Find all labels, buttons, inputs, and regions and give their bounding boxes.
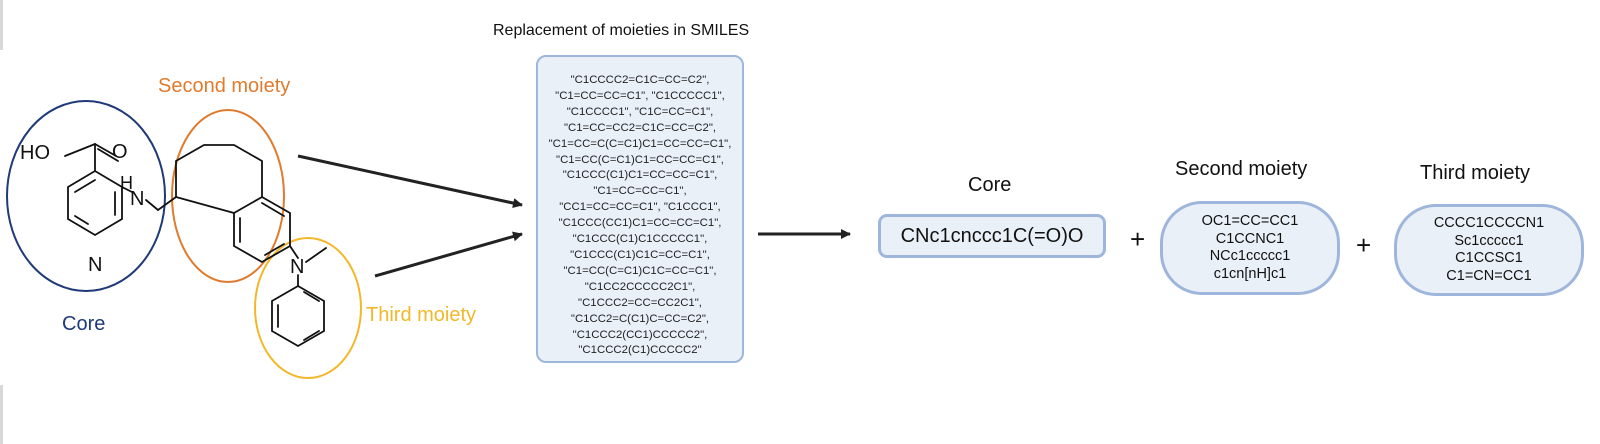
result-second-title: Second moiety [1175,158,1308,180]
smiles-entry: "C1CCC2(CC1)CCCCC2", [572,328,708,341]
molecule-bonds [64,143,327,348]
result-third-title: Third moiety [1420,162,1531,184]
plus-sign-1: + [1130,224,1146,254]
amine-hydrogen-label: H [120,173,133,193]
smiles-entry: "C1=CC=CC=C1", [593,185,687,198]
second-moiety-smiles: OC1=CC=CC1 [1201,213,1299,229]
smiles-entry: "C1CC2CCCCC2C1", [584,280,696,293]
result-core-box: CNc1cnccc1C(=O)O [878,214,1106,258]
pyridine-nitrogen-label: N [88,254,103,276]
smiles-entry: "C1=CC(C=C1)C1=CC=CC=C1", [556,153,724,166]
second-moiety-label: Second moiety [158,75,291,97]
third-moiety-smiles: Sc1ccccc1 [1454,232,1524,249]
smiles-entry: "C1CCCC2=C1C=CC=C2", [570,74,710,86]
core-ellipse [6,100,166,292]
smiles-entry: "C1CCC2(C1)CCCCC2" [578,344,702,357]
smiles-entry: "C1CCC(C1)C1C=CC=C1", [570,248,710,261]
smiles-entry: "CC1=CC=CC=C1", "C1CCC1", [559,201,721,214]
left-edge-rule-bottom [0,385,3,444]
smiles-entry: "C1CCCC1", "C1C=CC=C1", [566,105,714,118]
core-label: Core [62,313,106,335]
third-moiety-smiles: C1=CN=CC1 [1446,267,1532,284]
carbonyl-oxygen-label: O [112,141,128,163]
smiles-entry: "C1=CC(C=C1)C1C=CC=C1", [563,264,717,277]
aniline-nitrogen-label: N [290,256,305,278]
smiles-entry: "C1CCC(CC1)C1=CC=CC=C1", [558,217,722,230]
arrow-third-to-smiles [374,231,523,278]
plus-sign-2: + [1356,230,1372,260]
second-moiety-smiles: C1CCNC1 [1215,230,1285,247]
hydroxyl-label: HO [20,142,50,164]
second-moiety-ellipse [171,109,285,283]
third-moiety-label: Third moiety [366,304,477,326]
smiles-entry: "C1CCC(C1)C1=CC=CC=C1", [562,169,718,182]
core-smiles: CNc1cnccc1C(=O)O [900,224,1084,247]
left-edge-rule-top [0,0,3,50]
third-moiety-ellipse [254,237,362,379]
arrow-second-to-smiles [297,154,523,208]
amine-nitrogen-label: N [130,188,145,210]
smiles-entry: "C1CCC2=CC=CC2C1", [578,296,702,309]
smiles-entry: "C1=CC=CC2=C1C=CC=C2", [563,121,717,134]
smiles-entry: "C1CC2=C(C1)C=CC=C2", [570,312,710,325]
third-moiety-smiles: C1CCSC1 [1455,250,1523,266]
replacement-smiles-box: "C1CCCC2=C1C=CC=C2", "C1=CC=CC=C1", "C1CC… [536,55,744,363]
smiles-entry: "C1=CC=CC=C1", "C1CCCCC1", [555,89,725,102]
second-moiety-smiles: NCc1ccccc1 [1209,248,1291,264]
replacement-title: Replacement of moieties in SMILES [493,22,750,39]
second-moiety-smiles: c1cn[nH]c1 [1213,265,1287,282]
smiles-entry: "C1CCC(C1)C1CCCCC1", [572,233,708,246]
third-moiety-smiles: CCCC1CCCCN1 [1433,215,1545,231]
result-core-title: Core [968,174,1012,196]
smiles-entry: "C1=CC=C(C=C1)C1=CC=CC=C1", [548,137,732,150]
